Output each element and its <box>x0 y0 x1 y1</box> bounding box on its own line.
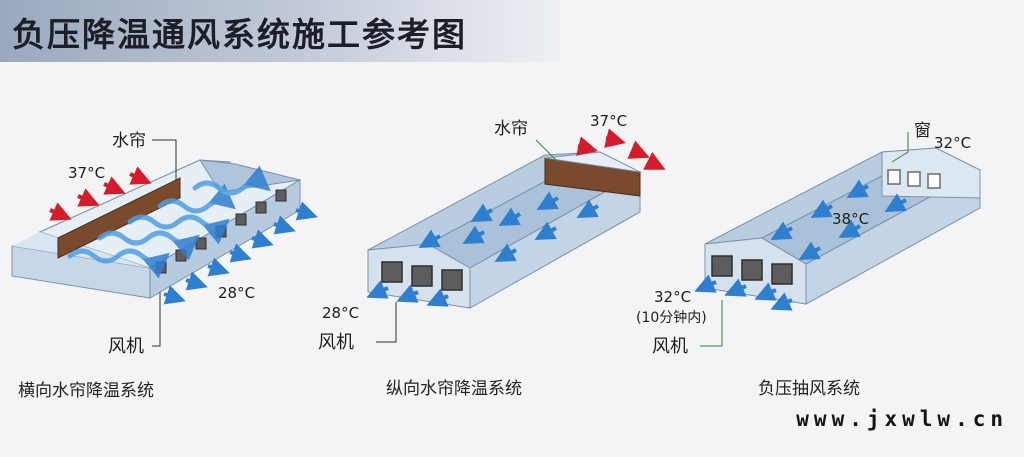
caption-1: 横向水帘降温系统 <box>18 381 154 401</box>
temp-out-note-3: (10分钟内) <box>636 309 707 326</box>
airflow-arrows-3 <box>694 179 907 311</box>
curtain-label-2: 水帘 <box>494 119 528 139</box>
cool-air-arrows-1 <box>163 201 318 305</box>
fan-row-3 <box>711 255 793 285</box>
curtain-leader-2 <box>535 139 559 163</box>
page-title: 负压降温通风系统施工参考图 <box>12 15 467 54</box>
fan-row-2 <box>381 261 463 291</box>
fan-leader-1 <box>152 292 161 347</box>
site-watermark: www.jxwlw.cn <box>796 407 1008 431</box>
temp-out-label-1: 28°C <box>218 284 255 302</box>
water-curtain-1 <box>57 177 181 259</box>
panel-transverse-curtain: 水帘 37°C 28°C 风机 横向水帘降温系统 <box>11 131 318 401</box>
curtain-leader-1 <box>152 139 177 180</box>
temp-out-label-3: 32°C <box>654 288 691 306</box>
temp-out-label-2: 28°C <box>322 304 359 322</box>
temp-in-label-2: 37°C <box>590 112 627 130</box>
airflow-arrows-2 <box>366 191 599 307</box>
house-2 <box>367 151 642 309</box>
fan-label-1: 风机 <box>108 336 144 357</box>
fan-leader-2 <box>376 302 397 343</box>
windows-3 <box>887 169 941 189</box>
caption-3: 负压抽风系统 <box>758 379 860 399</box>
window-label-3: 窗 <box>914 121 931 141</box>
temp-inside-label-3: 38°C <box>832 210 869 228</box>
airflow-waves-1 <box>67 165 271 279</box>
curtain-label-1: 水帘 <box>112 131 146 151</box>
fan-label-3: 风机 <box>652 336 688 357</box>
temp-window-label-3: 32°C <box>934 134 971 152</box>
hot-air-arrows-2 <box>576 128 666 170</box>
temp-in-label-1: 37°C <box>68 164 105 182</box>
title-banner: 负压降温通风系统施工参考图 <box>0 0 560 62</box>
window-leader-3 <box>891 132 909 163</box>
hot-air-arrows-1 <box>49 166 152 221</box>
fan-label-2: 风机 <box>318 332 354 353</box>
fan-leader-3 <box>700 300 723 347</box>
panel-negative-pressure: 窗 32°C 38°C 32°C (10分钟内) 风机 负压抽风系统 <box>636 121 982 399</box>
caption-2: 纵向水帘降温系统 <box>386 379 522 399</box>
panel-longitudinal-curtain: 水帘 37°C 28°C 风机 纵向水帘降温系统 <box>318 112 666 399</box>
